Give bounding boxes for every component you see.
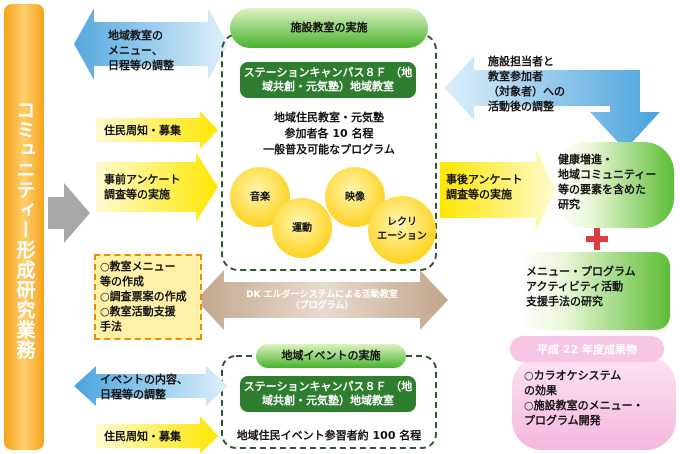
left-bar-shape bbox=[4, 4, 44, 450]
circle-label-video: 映像 bbox=[345, 192, 365, 203]
event-station-box: ステーションキャンパス８Ｆ （地域共創・元気塾）地域教室 bbox=[240, 376, 416, 412]
result-program-shape bbox=[520, 252, 670, 330]
circle-label-music: 音楽 bbox=[250, 192, 270, 203]
resident-notice-2: 住民周知・募集 bbox=[104, 430, 181, 443]
circle-video bbox=[325, 167, 385, 227]
circle-label-exercise: 運動 bbox=[292, 223, 312, 234]
plus-v bbox=[594, 228, 600, 250]
right-adjust-text: 施設担当者と 教室参加者 （対象者）への 活動後の調整 bbox=[488, 55, 565, 113]
circle-exercise bbox=[272, 198, 332, 258]
facility-header: 施設教室の実施 bbox=[290, 21, 368, 34]
facility-station-box: ステーションキャンパス８Ｆ （地域共創・元気塾）地域教室 bbox=[240, 62, 416, 98]
survey-post-arrow bbox=[440, 150, 556, 230]
facility-header-shape bbox=[230, 8, 428, 48]
circle-label-recreation: レクリ エーション bbox=[377, 217, 427, 242]
fy22-text: ○カラオケシステム の効果 ○施設教室のメニュー・ プログラム開発 bbox=[524, 369, 644, 427]
event-adjust-text: イベントの内容、 日程等の調整 bbox=[100, 373, 188, 401]
event-header: 地域イベントの実施 bbox=[281, 349, 381, 362]
left-bar-title: コミュニティー形成研究業務 bbox=[13, 100, 36, 360]
event-description: 地域住民イベント参習者約 100 名程 bbox=[236, 429, 422, 442]
right-adjust-arrow bbox=[444, 56, 660, 150]
tasks-box: ○教室メニュー 等の作成 ○調査票案の作成 ○教室活動支援 手法 bbox=[94, 254, 202, 340]
fy22-header-shape bbox=[510, 336, 664, 362]
fy22-shape bbox=[512, 356, 676, 450]
grey-arrow bbox=[48, 183, 90, 243]
facility-description: 地域住民教室・元気塾 参加者各 10 名程 一般普及可能なプログラム bbox=[263, 111, 395, 156]
resident-notice-1: 住民周知・募集 bbox=[104, 124, 181, 137]
event-header-shape bbox=[256, 344, 406, 368]
survey-post-text: 事後アンケート 調査等の実施 bbox=[446, 173, 523, 201]
dk-arrow bbox=[196, 270, 448, 330]
notice-arrow-1 bbox=[96, 111, 218, 149]
survey-pre-text: 事前アンケート 調査等の実施 bbox=[104, 173, 181, 201]
event-adjust-arrow bbox=[74, 366, 228, 406]
result-health-shape bbox=[556, 142, 674, 228]
notice-arrow-2 bbox=[96, 416, 218, 454]
result-program-text: メニュー・プログラム アクティビティ活動 支援手法の研究 bbox=[526, 265, 636, 308]
fy22-header: 平成 22 年度成果物 bbox=[537, 343, 637, 356]
dk-arrow-text: DK エルダーシステムによる活動教室 （プログラム） bbox=[246, 290, 398, 311]
circle-music bbox=[230, 167, 290, 227]
survey-pre-arrow bbox=[96, 152, 218, 222]
result-health-text: 健康増進・ 地域コミュニティー 等の要素を含めた 研究 bbox=[558, 153, 657, 211]
circle-recreation bbox=[368, 196, 436, 264]
menu-adjust-text: 地域教室の メニュー、 日程等の調整 bbox=[108, 29, 174, 72]
menu-adjust-arrow bbox=[74, 8, 228, 80]
